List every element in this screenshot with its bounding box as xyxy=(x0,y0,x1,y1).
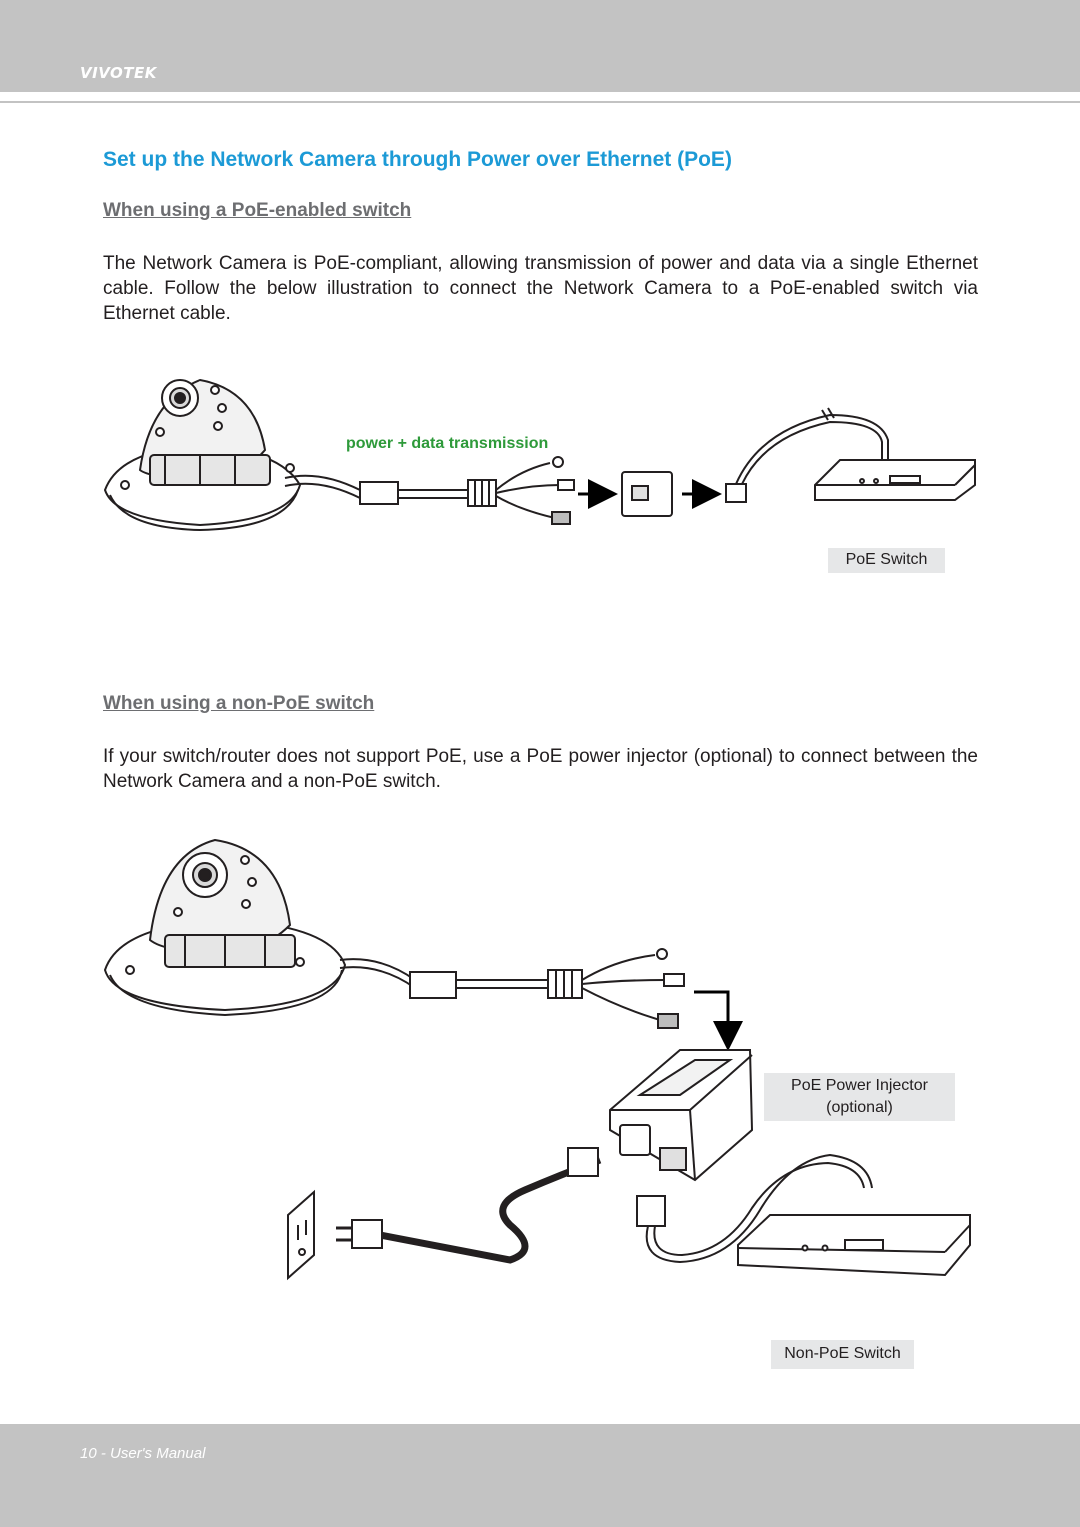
wall-outlet-illustration xyxy=(287,1189,315,1281)
poe-switch-diagram xyxy=(0,360,1080,590)
ethernet-cable xyxy=(339,948,685,1029)
section-title: Set up the Network Camera through Power … xyxy=(103,148,732,171)
poe-switch-illustration xyxy=(814,459,976,501)
poe-switch-heading: When using a PoE-enabled switch xyxy=(103,200,412,221)
brand-logo: VIVOTEK xyxy=(80,64,157,82)
arrow-icon xyxy=(694,990,743,1051)
ethernet-cable xyxy=(284,456,575,525)
rj45-plug-illustration xyxy=(725,407,889,503)
nonpoe-switch-caption: Non-PoE Switch xyxy=(771,1340,914,1369)
transmission-label: power + data transmission xyxy=(346,435,549,452)
header-bar xyxy=(0,0,1080,92)
poe-switch-caption: PoE Switch xyxy=(828,548,945,573)
footer-bar xyxy=(0,1424,1080,1527)
rj45-coupler-illustration xyxy=(621,471,673,517)
nonpoe-switch-illustration xyxy=(737,1214,971,1277)
poe-injector-caption-line2: (optional) xyxy=(826,1099,893,1116)
poe-injector-caption-line1: PoE Power Injector xyxy=(791,1077,928,1094)
nonpoe-switch-description: If your switch/router does not support P… xyxy=(103,746,978,792)
nonpoe-switch-diagram xyxy=(0,830,1080,1290)
poe-injector-illustration xyxy=(609,1049,754,1182)
poe-injector-caption: PoE Power Injector (optional) xyxy=(764,1073,955,1121)
camera-illustration xyxy=(103,838,347,1017)
rj45-plug-illustration xyxy=(636,1153,873,1264)
page-number-label: 10 - User's Manual xyxy=(80,1445,206,1462)
camera-illustration xyxy=(103,378,302,532)
power-cord-illustration xyxy=(336,1147,602,1264)
header-rule xyxy=(0,101,1080,103)
poe-switch-description: The Network Camera is PoE-compliant, all… xyxy=(103,253,978,324)
nonpoe-switch-heading: When using a non-PoE switch xyxy=(103,693,375,714)
